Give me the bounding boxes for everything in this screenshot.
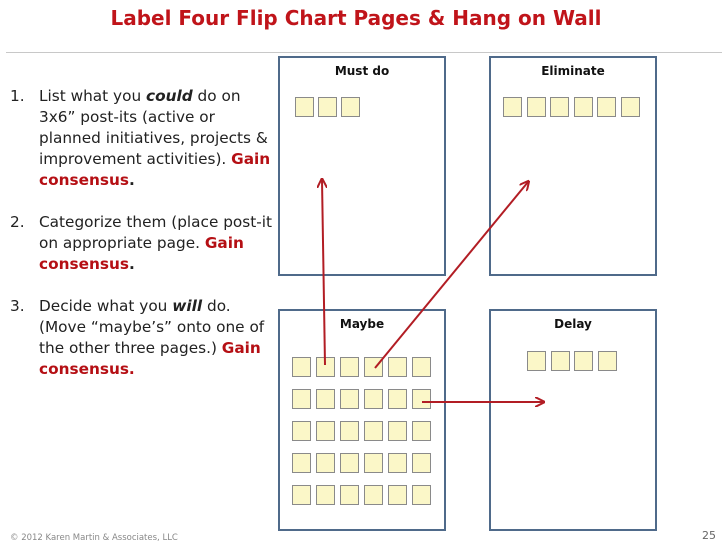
post-it-note [412,357,431,377]
step-tail: . [128,171,135,189]
copyright: © 2012 Karen Martin & Associates, LLC [10,533,178,543]
post-it-note [388,357,407,377]
post-it-note [292,453,311,473]
step-emphasis: could [146,87,193,105]
page-label-must-do: Must do [334,64,390,78]
step-text: List what you [39,87,147,105]
post-it-note [574,351,593,371]
post-it-note [316,485,335,505]
post-it-note [340,389,359,409]
post-it-note [341,97,360,117]
step-text: do. (Move “maybe’s” onto one of the othe… [39,297,265,357]
flip-chart-delay: Delay [489,309,657,531]
post-it-note [388,453,407,473]
slide-title: Label Four Flip Chart Pages & Hang on Wa… [110,6,602,30]
step-2: 2. Categorize them (place post-it on app… [10,212,280,275]
step-number: 3. [10,297,25,315]
post-it-note [316,389,335,409]
page-label-maybe: Maybe [339,317,385,331]
page-number: 25 [702,529,716,542]
step-text: Decide what you [39,297,173,315]
post-it-note [412,453,431,473]
post-it-note [318,97,337,117]
flip-chart-must-do: Must do [278,56,446,276]
post-it-note [526,97,546,117]
consensus-text: Gain consensus [39,150,271,189]
post-it-note [340,453,359,473]
post-it-note [292,389,311,409]
page-label-delay: Delay [554,317,592,331]
post-it-note [388,389,407,409]
arrow-to-must-do [322,180,325,366]
step-emphasis: will [172,297,203,315]
post-it-note [364,453,383,473]
post-it-note [364,389,383,409]
flip-chart-eliminate: Eliminate [489,56,657,276]
post-it-note [503,97,522,117]
arrow-to-eliminate [374,182,528,369]
step-number: 2. [10,213,25,231]
consensus-text: Gain consensus. [39,339,261,378]
post-it-note [295,97,314,117]
post-it-note [364,421,383,441]
step-text: do on 3x6” post-its (active or planned i… [39,87,268,168]
post-it-note [364,485,383,505]
post-it-note [550,351,570,371]
post-it-note [597,97,616,117]
post-it-note [340,485,359,505]
post-it-note [550,97,569,117]
post-it-note [412,421,431,441]
step-1: 1. List what you could do on 3x6” post-i… [10,86,280,191]
post-it-note [292,357,311,377]
post-it-note [412,485,431,505]
step-number: 1. [10,87,25,105]
post-it-note [388,421,407,441]
post-it-note [292,421,311,441]
step-list: 1. List what you could do on 3x6” post-i… [10,86,280,380]
post-it-note [340,357,359,377]
post-it-note [292,485,311,505]
post-it-note [316,421,335,441]
step-text: Categorize them (place post-it on approp… [39,213,273,252]
step-tail: . [128,255,135,273]
post-it-note [597,351,617,371]
post-it-note [364,357,383,377]
post-it-note [573,97,593,117]
step-3: 3. Decide what you will do. (Move “maybe… [10,296,280,380]
consensus-text: Gain consensus [39,234,244,273]
post-it-note [316,453,335,473]
title-divider [6,52,722,53]
post-it-note [412,389,431,409]
page-label-eliminate: Eliminate [541,64,605,78]
post-it-note [388,485,407,505]
post-it-note [527,351,546,371]
post-it-note [340,421,359,441]
post-it-note [620,97,640,117]
